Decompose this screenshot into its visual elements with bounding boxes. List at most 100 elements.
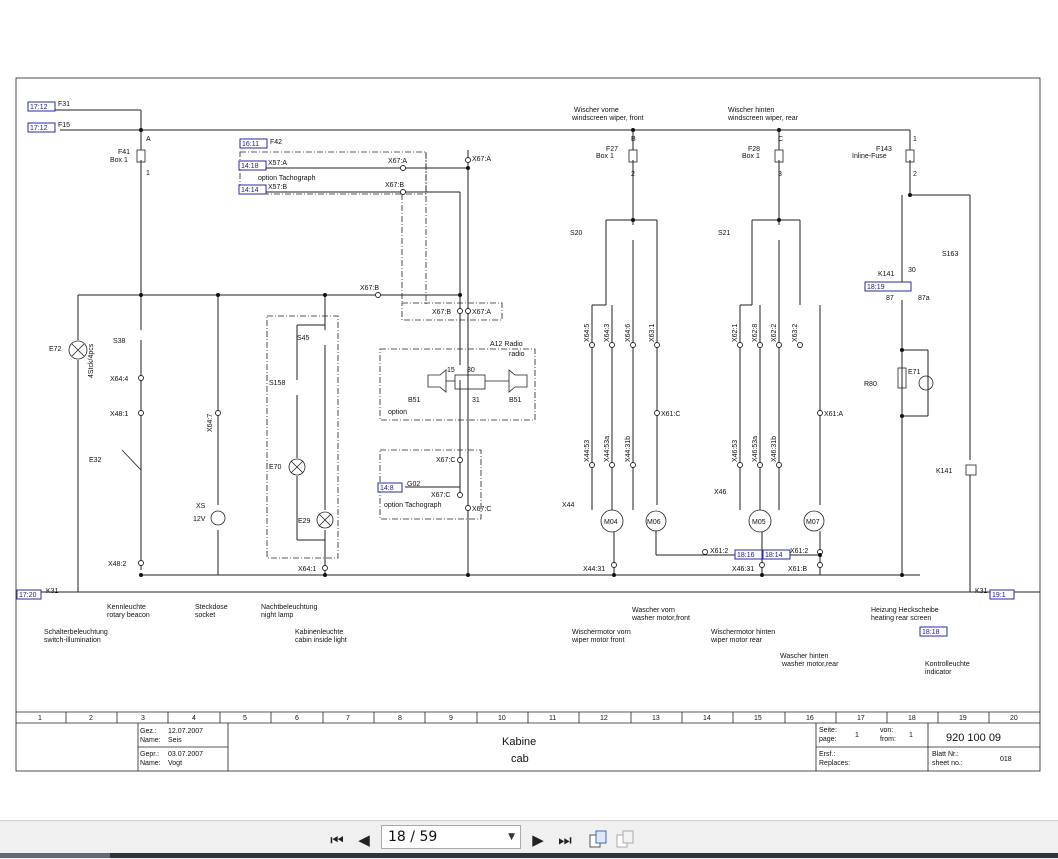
svg-text:X48:2: X48:2 [108, 561, 126, 568]
fit-page-icon [589, 830, 607, 848]
svg-text:Box 1: Box 1 [110, 157, 128, 164]
svg-text:M05: M05 [752, 519, 766, 526]
svg-text:X67:B: X67:B [385, 182, 404, 189]
previous-page-button[interactable]: ◀ [354, 830, 374, 850]
svg-text:3: 3 [141, 715, 145, 722]
motor-M07 [803, 510, 825, 532]
svg-text:von:: von: [880, 727, 893, 734]
lamp-E70 [288, 458, 306, 476]
svg-text:Inline-Fuse: Inline-Fuse [852, 153, 887, 160]
svg-text:4: 4 [192, 715, 196, 722]
svg-text:X62:1: X62:1 [732, 324, 739, 342]
svg-text:Kabinenleuchte: Kabinenleuchte [295, 629, 343, 636]
svg-text:S45: S45 [297, 335, 310, 342]
rotate-button[interactable] [615, 830, 635, 850]
svg-text:920 100 09: 920 100 09 [946, 732, 1001, 744]
motor-M05 [748, 509, 772, 533]
svg-text:S158: S158 [269, 380, 285, 387]
svg-text:12V: 12V [193, 516, 206, 523]
svg-text:indicator: indicator [925, 669, 952, 676]
first-page-button[interactable]: ⏮ [327, 830, 347, 850]
fuse-F41 [136, 149, 146, 163]
svg-text:30: 30 [908, 267, 916, 274]
svg-text:E72: E72 [49, 346, 62, 353]
svg-text:Vogt: Vogt [168, 760, 182, 767]
svg-text:Wischermotor vorn: Wischermotor vorn [572, 629, 631, 636]
svg-text:15: 15 [447, 367, 455, 374]
svg-text:14: 14 [703, 715, 711, 722]
svg-text:4Stck/4pcs: 4Stck/4pcs [88, 343, 95, 378]
svg-text:heating rear screen: heating rear screen [871, 615, 931, 622]
page-number-input[interactable]: 18 / 59 ▼ [381, 825, 521, 849]
svg-text:S163: S163 [942, 251, 958, 258]
svg-text:2: 2 [89, 715, 93, 722]
svg-text:X57:A: X57:A [268, 160, 287, 167]
svg-text:X67:B: X67:B [432, 309, 451, 316]
svg-text:K141: K141 [878, 271, 894, 278]
svg-text:X61:B: X61:B [788, 566, 807, 573]
svg-text:option: option [388, 409, 407, 416]
svg-text:13: 13 [652, 715, 660, 722]
svg-text:E32: E32 [89, 457, 102, 464]
svg-text:X57:B: X57:B [268, 184, 287, 191]
svg-text:E71: E71 [908, 369, 921, 376]
vertical-labels: 4Stck/4pcs X64:7 X64:5 X64:3 X64:6 X63:1… [88, 324, 799, 462]
svg-text:16:11: 16:11 [242, 141, 259, 148]
svg-text:R80: R80 [864, 381, 877, 388]
svg-text:cab: cab [511, 753, 529, 765]
svg-text:3: 3 [778, 171, 782, 178]
night-lamp-box [266, 315, 339, 559]
fit-page-button[interactable] [588, 830, 608, 850]
svg-text:option Tachograph: option Tachograph [258, 175, 316, 182]
svg-text:Steckdose: Steckdose [195, 604, 228, 611]
svg-text:Wischermotor hinten: Wischermotor hinten [711, 629, 775, 636]
svg-text:Nachtbeleuchtung: Nachtbeleuchtung [261, 604, 318, 611]
svg-text:cabin inside light: cabin inside light [295, 637, 347, 644]
svg-text:F31: F31 [58, 101, 70, 108]
svg-text:18:16: 18:16 [737, 552, 755, 559]
svg-text:Blatt Nr.:: Blatt Nr.: [932, 751, 959, 758]
svg-text:14:8: 14:8 [380, 485, 394, 492]
relay-K141 [965, 464, 977, 476]
last-page-icon: ⏭ [558, 831, 572, 849]
svg-text:X67:A: X67:A [472, 309, 491, 316]
next-page-button[interactable]: ▶ [528, 830, 548, 850]
chevron-down-icon[interactable]: ▼ [508, 832, 515, 842]
last-page-button[interactable]: ⏭ [555, 830, 575, 850]
svg-text:2: 2 [631, 171, 635, 178]
svg-text:Wischer hinten: Wischer hinten [728, 107, 774, 114]
svg-text:X64:1: X64:1 [298, 566, 316, 573]
svg-text:12: 12 [600, 715, 608, 722]
svg-text:X67:A: X67:A [472, 156, 491, 163]
svg-text:Kennleuchte: Kennleuchte [107, 604, 146, 611]
svg-text:radio: radio [509, 351, 525, 358]
svg-text:Kontrolleuchte: Kontrolleuchte [925, 661, 970, 668]
svg-text:18:18: 18:18 [922, 629, 940, 636]
svg-text:switch-illumination: switch-illumination [44, 637, 101, 644]
svg-text:S21: S21 [718, 230, 731, 237]
svg-text:option Tachograph: option Tachograph [384, 502, 442, 509]
svg-text:14:18: 14:18 [241, 163, 259, 170]
svg-text:F143: F143 [876, 146, 892, 153]
svg-text:wiper motor front: wiper motor front [571, 637, 625, 644]
svg-text:Ersf.:: Ersf.: [819, 751, 835, 758]
svg-text:X62:2: X62:2 [771, 324, 778, 342]
svg-text:03.07.2007: 03.07.2007 [168, 751, 203, 758]
svg-text:X62:8: X62:8 [752, 324, 759, 342]
svg-text:F42: F42 [270, 139, 282, 146]
pdf-viewer-toolbar: ⏮ ◀ ▶ ⏭ [0, 820, 1058, 859]
svg-text:E29: E29 [298, 518, 311, 525]
svg-text:X67:A: X67:A [388, 158, 407, 165]
svg-text:Gepr.:: Gepr.: [140, 751, 159, 758]
svg-text:S38: S38 [113, 338, 126, 345]
svg-text:X46:31b: X46:31b [771, 436, 778, 462]
svg-text:windscreen wiper, rear: windscreen wiper, rear [727, 115, 799, 122]
lamp-E72 [68, 340, 88, 360]
first-page-icon: ⏮ [330, 831, 344, 849]
svg-text:M04: M04 [604, 519, 618, 526]
svg-text:socket: socket [195, 612, 215, 619]
svg-text:X44:31: X44:31 [583, 566, 605, 573]
